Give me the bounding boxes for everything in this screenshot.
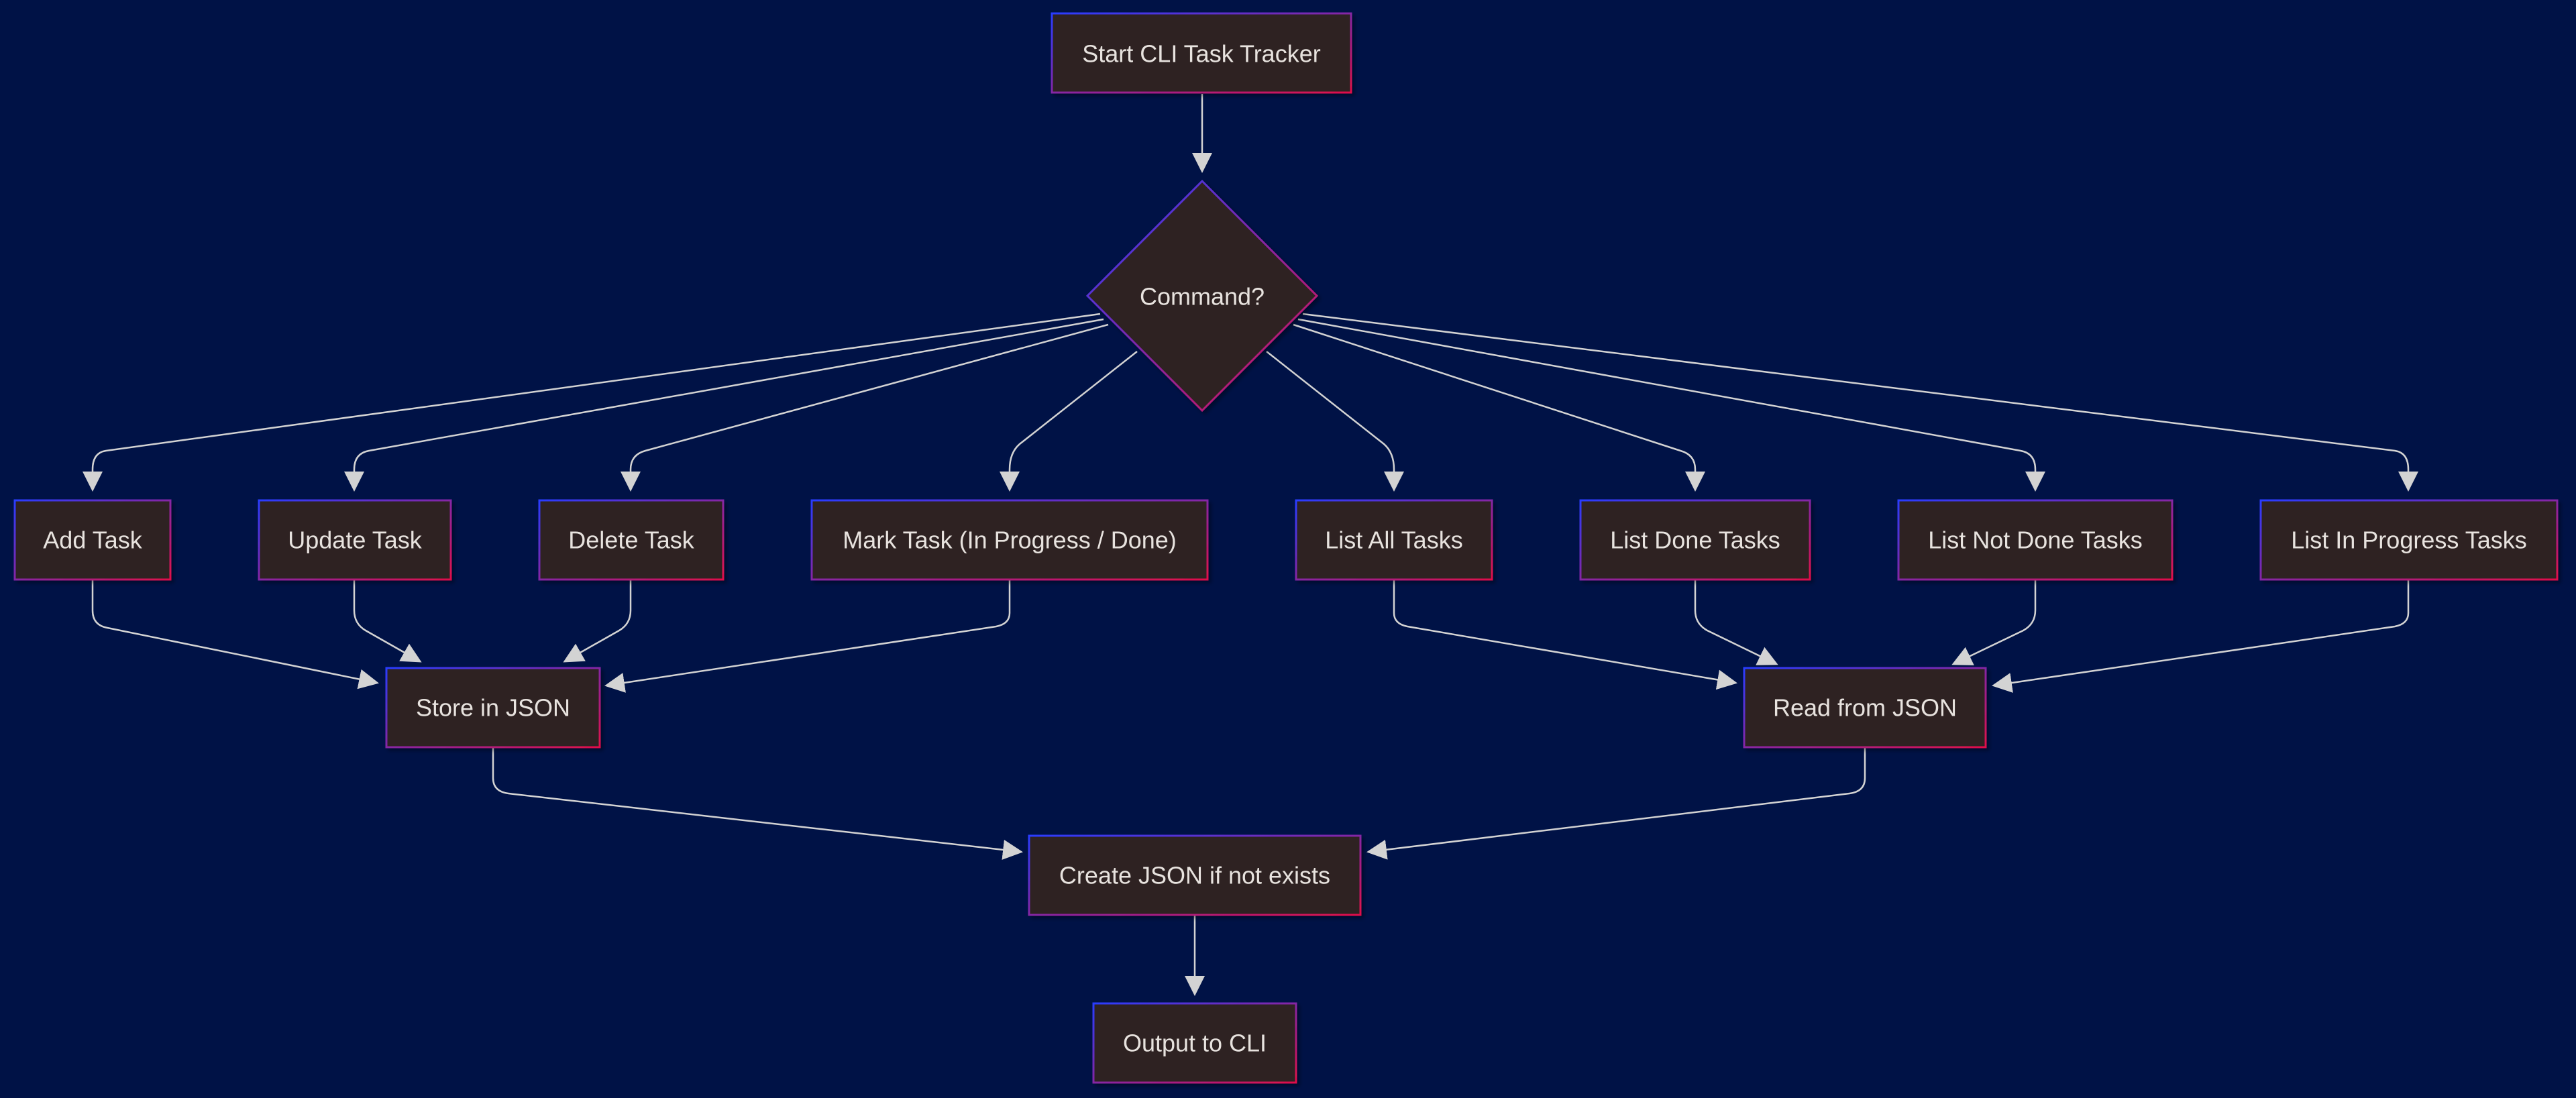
edges-layer xyxy=(83,94,2418,996)
node-read-json[interactable]: Read from JSON xyxy=(1743,667,1987,749)
nodes-layer: Start CLI Task Tracker Command? Add Task… xyxy=(13,12,2559,1084)
edge-list-not-done-read xyxy=(1951,580,2037,665)
edge-command-delete xyxy=(621,323,1109,492)
node-update-task[interactable]: Update Task xyxy=(258,499,452,581)
node-list-in-progress-tasks-label: List In Progress Tasks xyxy=(2291,527,2526,554)
edge-store-create xyxy=(492,747,1023,860)
edge-mark-store xyxy=(604,580,1011,693)
node-mark-task[interactable]: Mark Task (In Progress / Done) xyxy=(810,499,1209,581)
edge-command-list-not-done xyxy=(1297,318,2045,492)
edge-delete-store xyxy=(563,580,632,663)
node-command-decision[interactable]: Command? xyxy=(1085,179,1319,413)
node-output-cli-label: Output to CLI xyxy=(1123,1030,1267,1057)
node-add-task-label: Add Task xyxy=(43,527,142,554)
edge-list-in-progress-read xyxy=(1992,580,2410,693)
node-delete-task-label: Delete Task xyxy=(568,527,694,554)
edge-update-store xyxy=(353,580,422,663)
node-list-not-done-tasks[interactable]: List Not Done Tasks xyxy=(1897,499,2174,581)
edge-command-list-all xyxy=(1266,351,1404,492)
node-store-json[interactable]: Store in JSON xyxy=(385,667,601,749)
edge-list-all-read xyxy=(1393,580,1737,690)
node-start-label: Start CLI Task Tracker xyxy=(1082,40,1320,68)
node-create-json-label: Create JSON if not exists xyxy=(1059,862,1330,889)
edge-add-store xyxy=(91,580,379,690)
node-command-label: Command? xyxy=(1140,283,1265,311)
node-create-json[interactable]: Create JSON if not exists xyxy=(1028,834,1362,916)
node-update-task-label: Update Task xyxy=(288,527,422,554)
node-list-done-tasks-label: List Done Tasks xyxy=(1610,527,1780,554)
node-output-cli[interactable]: Output to CLI xyxy=(1092,1002,1297,1084)
node-start[interactable]: Start CLI Task Tracker xyxy=(1051,12,1352,94)
edge-list-done-read xyxy=(1694,580,1778,665)
node-list-in-progress-tasks[interactable]: List In Progress Tasks xyxy=(2259,499,2559,581)
node-store-json-label: Store in JSON xyxy=(416,694,570,722)
edge-command-mark xyxy=(1000,351,1138,492)
edge-command-list-done xyxy=(1293,323,1705,492)
edge-read-create xyxy=(1366,747,1866,860)
node-delete-task[interactable]: Delete Task xyxy=(538,499,724,581)
edge-command-list-in-progress xyxy=(1302,313,2418,492)
edge-command-add xyxy=(83,313,1101,492)
node-list-all-tasks-label: List All Tasks xyxy=(1325,527,1462,554)
node-list-not-done-tasks-label: List Not Done Tasks xyxy=(1928,527,2142,554)
node-list-done-tasks[interactable]: List Done Tasks xyxy=(1579,499,1811,581)
node-mark-task-label: Mark Task (In Progress / Done) xyxy=(843,527,1177,554)
edge-command-update xyxy=(344,318,1104,492)
node-list-all-tasks[interactable]: List All Tasks xyxy=(1295,499,1493,581)
node-add-task[interactable]: Add Task xyxy=(13,499,172,581)
node-read-json-label: Read from JSON xyxy=(1773,694,1957,722)
